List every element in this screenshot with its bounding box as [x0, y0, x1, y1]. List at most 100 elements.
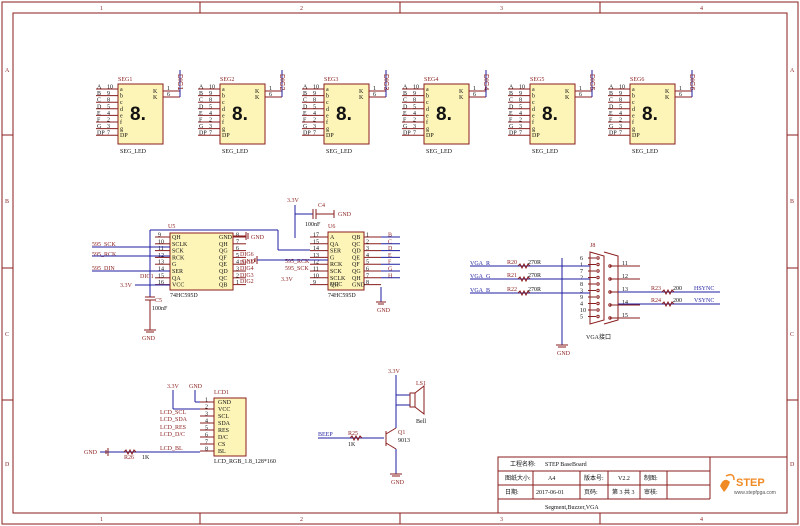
segment-inner-label: f [120, 119, 122, 126]
segment-pin-name: F [403, 118, 407, 124]
segment-pin-num: 9 [619, 91, 622, 97]
segment-inner-label: a [326, 87, 329, 93]
u6-out-net: C [388, 239, 392, 245]
segment-k-num-2: 6 [167, 92, 170, 98]
u6-left-pin: SCLK [330, 276, 346, 282]
segment-inner-label: g [222, 127, 225, 133]
segment-inner-label: c [532, 100, 535, 106]
segment-pin-num: 2 [519, 118, 522, 124]
u5-right-pin: QD [219, 269, 228, 275]
segment-k-label: K [255, 89, 260, 95]
row-label-B-right: B [790, 199, 794, 205]
segment-inner-label: DP [632, 133, 640, 139]
segment-inner-label: DP [532, 133, 540, 139]
vga-left-pin: 7 [580, 269, 583, 275]
segment-pin-name: DP [97, 131, 105, 137]
lcd-pin: GND [218, 400, 232, 406]
vga-ref: J8 [590, 243, 595, 249]
vga-left-pin: 8 [580, 282, 583, 288]
vga-left-pin: 4 [580, 302, 583, 308]
segment-inner-label: f [632, 119, 634, 126]
segment-k-num-2: 6 [473, 92, 476, 98]
u6-right-pin-num: 1 [366, 233, 369, 239]
segment-pin-num: 8 [107, 98, 110, 104]
segment-pin-name: C [509, 98, 513, 104]
u5-left-pin-num: 15 [158, 273, 164, 279]
r21-value: 270R [528, 273, 541, 279]
segment-inner-label: f [426, 119, 428, 126]
segment-pin-num: 8 [413, 98, 416, 104]
u6-left-pin-num: 17 [313, 233, 319, 239]
net-vga-r: VGA_R [470, 261, 490, 267]
segment-inner-label: b [326, 94, 329, 100]
segment-pin-num: 2 [209, 118, 212, 124]
title-block: 工程名称: STEP BaseBoard 图纸大小: A4 版本号: V2.2 … [497, 456, 788, 514]
segment-pin-num: 4 [209, 111, 212, 117]
col-label-1: 1 [100, 6, 103, 12]
u5-right-pin: QF [219, 255, 227, 261]
row-label-B: B [5, 199, 9, 205]
row-label-D-right: D [790, 462, 795, 468]
segment-inner-label: b [632, 94, 635, 100]
r25-value: 1K [348, 442, 356, 448]
lcd-pin: BL [218, 449, 226, 455]
u5-right-pin: QH [219, 242, 228, 248]
segment-body [529, 83, 576, 145]
segment-value: SEG_LED [120, 149, 147, 155]
u6-left-pin: SER [330, 249, 341, 255]
tb-date-value: 2017-06-01 [536, 490, 564, 496]
col-label-3: 3 [500, 6, 503, 12]
segment-inner-label: e [120, 113, 123, 119]
u6-left-pin-num: 11 [313, 267, 319, 273]
segment-inner-label: DP [222, 133, 230, 139]
vga-right-pin: 15 [622, 313, 628, 319]
segment-pin-num: 4 [313, 111, 316, 117]
u5-left-pin-num: 16 [158, 280, 164, 286]
segment-ref: SEG1 [118, 77, 132, 83]
segment-value: SEG_LED [532, 149, 559, 155]
u5-left-pin: G [172, 262, 177, 268]
vga-left-pin: 10 [580, 308, 586, 314]
segment-inner-label: d [222, 107, 225, 113]
segment-pin-name: G [509, 124, 514, 130]
segment-k-num: 1 [167, 86, 170, 92]
segment-pin-name: C [199, 98, 203, 104]
net-595-rck: 595_RCK [92, 252, 117, 258]
u6-left-pin: QH [330, 283, 339, 289]
segment-pin-name: E [303, 111, 307, 117]
vga-right-pin: 14 [622, 300, 628, 306]
segment-pin-name: D [199, 104, 204, 110]
segment-inner-label: a [222, 87, 225, 93]
c5-ref: C5 [155, 298, 162, 304]
u5-left-pin: VCC [172, 283, 184, 289]
u6-out-net: F [388, 260, 392, 266]
segment-pin-num: 8 [209, 98, 212, 104]
segment-pin-name: G [97, 124, 102, 130]
segment-k-num: 1 [579, 86, 582, 92]
r25-ref: R25 [348, 431, 358, 437]
segment-k-label-2: K [153, 95, 158, 101]
lcd-pin-num: 6 [205, 433, 208, 439]
segment-inner-label: d [632, 107, 635, 113]
tb-size-value: A4 [548, 476, 555, 482]
segment-inner-label: g [426, 127, 429, 133]
segment-ref: SEG5 [530, 77, 544, 83]
u6-right-pin-num: 4 [366, 253, 369, 259]
u5-left-pin: RCK [172, 255, 185, 261]
segment-pin-name: G [199, 124, 204, 130]
segment-glyph: 8. [130, 104, 146, 125]
u6-right-pin-num: 6 [366, 267, 369, 273]
u6-left-pin-num: 13 [313, 253, 319, 259]
segment-pin-num: 8 [313, 98, 316, 104]
u5-left-pin: SCK [172, 249, 184, 255]
u5-right-pin: GND [219, 235, 233, 241]
u6-left-pin-num: 14 [313, 246, 319, 252]
segment-pin-name: D [303, 104, 308, 110]
u6-right-pin: QC [352, 242, 360, 248]
u5-right-pin: QG [219, 249, 228, 255]
u6-left-pin-num: 9 [313, 280, 316, 286]
